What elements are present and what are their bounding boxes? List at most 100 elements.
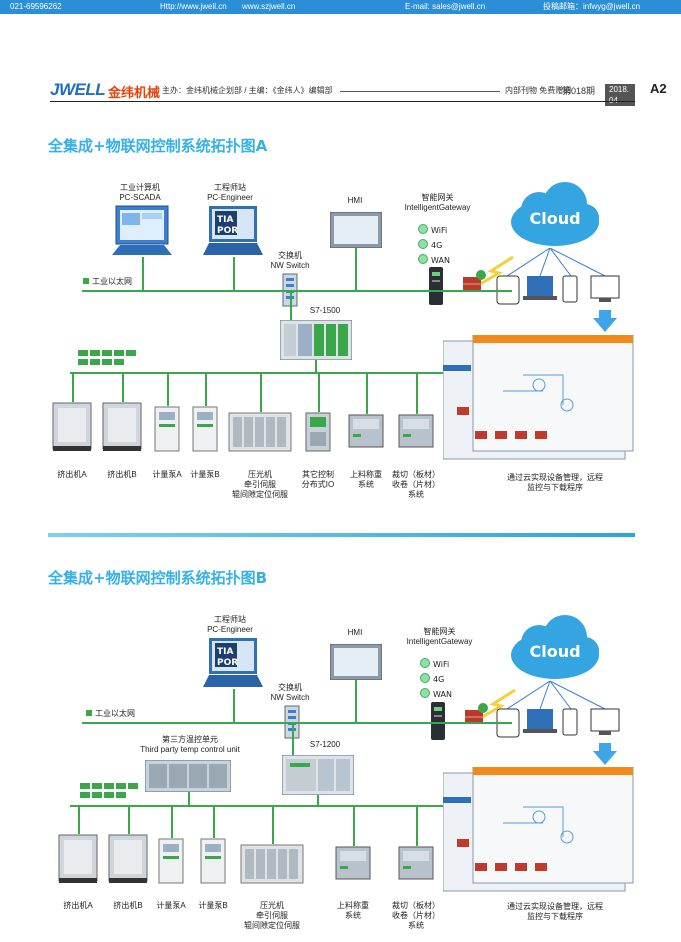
scada-link (142, 257, 144, 290)
4g-dot-icon (418, 239, 428, 249)
profinet-bus-b (70, 805, 450, 807)
plc-profinet-link-a (315, 360, 317, 372)
cut-wind-b-link (416, 806, 418, 846)
header-rule (50, 101, 635, 102)
extruder-b-b-icon (108, 834, 148, 888)
pump-a-icon (154, 406, 180, 456)
hmi-panel-icon-a (330, 212, 382, 248)
ethernet-label-a: 工业以太网 (92, 277, 132, 286)
wan-option-b: WAN (420, 688, 452, 700)
cloud-label-b: Cloud (529, 642, 580, 661)
extruder-a-b-link (78, 806, 80, 834)
hmi-label-b: HMI (347, 628, 363, 637)
newsletter-header: JWELL 金纬机械 主办：金纬机械企划部 / 主编：《金纬人》编辑部 内部刊物… (50, 80, 667, 106)
4g-option-a: 4G (418, 239, 442, 251)
ethernet-legend-icon-b (86, 710, 92, 716)
hmi-link-a (355, 248, 357, 290)
distributed-io-link (318, 373, 320, 412)
switch-plc-link-b (292, 722, 294, 757)
s7-1200-plc-icon (282, 755, 354, 795)
portal-logo-a: POR (217, 226, 238, 236)
extruder-a-link (72, 373, 74, 402)
pump-a-b-link (171, 806, 173, 838)
contribute-email[interactable]: 投稿邮箱：infwyg@jwell.cn (543, 2, 641, 11)
feed-weighing-b-link (353, 806, 355, 846)
plc-label-b: S7-1200 (309, 740, 341, 749)
extruder-a-label: 挤出机A (57, 470, 87, 479)
profinet-logo-b (80, 783, 138, 798)
extruder-a-b-icon (58, 834, 98, 888)
website-link-2[interactable]: www.szjwell.cn (242, 2, 296, 11)
cut-wind-a-link (416, 373, 418, 414)
tia-logo-a: TIA (217, 215, 233, 225)
gateway-device-icon-b (431, 702, 445, 740)
4g-dot-icon (420, 673, 430, 683)
4g-option-b: 4G (420, 673, 444, 685)
pump-a-label: 计量泵A (152, 470, 182, 479)
extruder-b-b-label: 挤出机B (113, 901, 143, 910)
calender-servo-a-link (260, 373, 262, 412)
sponsor-text: 主办：金纬机械企划部 / 主编：《金纬人》编辑部 (162, 86, 333, 95)
wifi-option-b: WiFi (420, 658, 449, 670)
plc-label-a: S7-1500 (309, 306, 341, 315)
tia-logo-b: TIA (217, 647, 233, 657)
cloud-label-a: Cloud (529, 209, 580, 228)
email-link[interactable]: E-mail: sales@jwell.cn (405, 2, 486, 11)
feed-weighing-b-label: 上料称重系统 (337, 901, 369, 920)
diagram-b-title: 全集成+物联网控制系统拓扑图B (48, 569, 268, 587)
engineer-laptop-icon-a: TIA POR (203, 206, 263, 255)
extruder-a-b-label: 挤出机A (63, 901, 93, 910)
issue-number: 第018期 (562, 86, 596, 96)
cloud-clients-icon-a (496, 248, 620, 332)
feed-weighing-a-icon (348, 414, 384, 452)
hmi-panel-icon-b (330, 644, 382, 680)
pump-a-link (167, 373, 169, 406)
header-divider (340, 91, 500, 92)
engineer-link-a (233, 257, 235, 290)
website-link-1[interactable]: Http://www.jwell.cn (160, 2, 227, 11)
pump-b-b-link (213, 806, 215, 838)
temp-profinet-link (188, 792, 190, 805)
feed-weighing-a-label: 上料称重系统 (350, 470, 382, 489)
diagram-a-title: 全集成+物联网控制系统拓扑图A (48, 137, 268, 155)
ethernet-label-b: 工业以太网 (95, 709, 135, 718)
cut-wind-a-label: 裁切（板材）收卷（片材）系统 (392, 470, 440, 499)
extruder-b-icon (102, 402, 142, 456)
distributed-io-label: 其它控制分布式IO (301, 470, 335, 489)
wan-dot-icon (418, 254, 428, 264)
calender-servo-a-label: 压光机牵引伺服辊间隙定位伺服 (232, 470, 288, 499)
s7-1500-plc-icon (280, 320, 352, 360)
calender-servo-b-label: 压光机牵引伺服辊间隙定位伺服 (244, 901, 300, 930)
ethernet-bus-b (82, 722, 512, 724)
engineer-link-b (233, 689, 235, 722)
cloud-icon-a: Cloud (511, 182, 599, 246)
plc-profinet-link-b (317, 795, 319, 805)
ethernet-bus-a (82, 290, 512, 292)
pump-b-icon (192, 406, 218, 456)
firewall-lightning-icon-a (463, 255, 514, 291)
cloud-clients-icon-b (496, 681, 620, 765)
switch-plc-link-a (290, 290, 292, 322)
wan-option-a: WAN (418, 254, 450, 266)
extruder-a-icon (52, 402, 92, 456)
cut-wind-b-icon (398, 846, 434, 884)
pump-a-b-icon (158, 838, 184, 888)
cloud-icon-b: Cloud (511, 615, 599, 679)
extruder-b-link (122, 373, 124, 402)
gateway-device-icon-a (429, 267, 443, 305)
temp-control-unit-icon (145, 760, 231, 792)
jwell-logo-cn: 金纬机械 (108, 85, 161, 100)
free-notice: 内部刊物 免费赠阅 (505, 86, 572, 95)
page-number: A2 (650, 81, 667, 96)
top-contact-bar: 021-69596262 Http://www.jwell.cn www.szj… (0, 0, 681, 14)
jwell-logo: JWELL (50, 80, 106, 99)
ethernet-legend-icon-a (83, 278, 89, 284)
pump-b-label: 计量泵B (190, 470, 220, 479)
remote-caption-b: 通过云实现设备管理，远程监控与下载程序 (507, 902, 603, 921)
